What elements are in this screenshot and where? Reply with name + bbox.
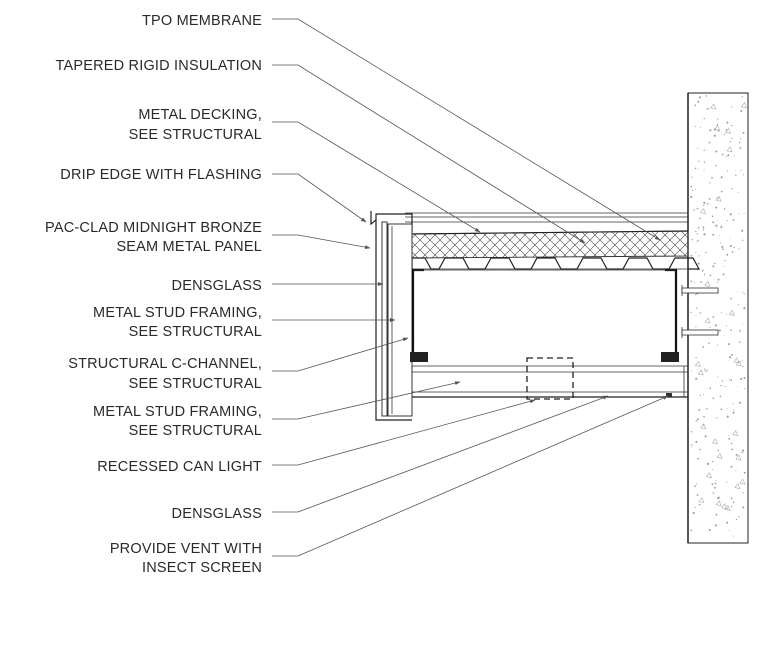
label-metal-panel: PAC-CLAD MIDNIGHT BRONZE xyxy=(45,220,262,236)
leader-drip xyxy=(272,173,367,223)
concrete-wall xyxy=(687,92,749,544)
leader-decking xyxy=(272,121,481,233)
leader-vent xyxy=(272,395,669,557)
label-stud-framing-2-ref: SEE STRUCTURAL xyxy=(129,423,262,439)
label-tapered-insulation: TAPERED RIGID INSULATION xyxy=(56,58,262,74)
label-stud-framing-1: METAL STUD FRAMING, xyxy=(93,305,262,321)
roof-assembly xyxy=(405,212,701,270)
densglass-sheathing xyxy=(381,221,388,417)
leader-densglass-2 xyxy=(272,395,609,513)
leader-insulation xyxy=(272,64,586,244)
leader-stud-2 xyxy=(272,381,461,420)
tapered-insulation xyxy=(409,230,689,259)
leader-can-light xyxy=(272,399,536,466)
fascia-edge xyxy=(370,211,413,421)
label-densglass-1: DENSGLASS xyxy=(172,278,262,294)
wall-anchors xyxy=(681,285,719,338)
soffit-assembly xyxy=(411,365,688,398)
leader-channel xyxy=(272,337,409,372)
label-vent: PROVIDE VENT WITH xyxy=(110,541,262,557)
drip-edge-flashing xyxy=(370,211,413,232)
recessed-can-light xyxy=(526,357,574,400)
label-drip-edge: DRIP EDGE WITH FLASHING xyxy=(60,167,262,183)
label-c-channel-ref: SEE STRUCTURAL xyxy=(129,376,262,392)
label-stud-framing-1-ref: SEE STRUCTURAL xyxy=(129,324,262,340)
leader-lines xyxy=(272,18,669,557)
label-metal-decking-ref: SEE STRUCTURAL xyxy=(129,127,262,143)
label-can-light: RECESSED CAN LIGHT xyxy=(97,459,262,475)
label-c-channel: STRUCTURAL C-CHANNEL, xyxy=(68,356,262,372)
structural-c-channel xyxy=(410,268,679,362)
metal-decking-profile xyxy=(411,257,701,270)
label-metal-decking: METAL DECKING, xyxy=(138,107,262,123)
label-tpo-membrane: TPO MEMBRANE xyxy=(142,13,262,29)
leader-panel xyxy=(272,234,371,250)
label-metal-panel-2: SEAM METAL PANEL xyxy=(116,239,262,255)
label-densglass-2: DENSGLASS xyxy=(172,506,262,522)
label-vent-2: INSECT SCREEN xyxy=(142,560,262,576)
leader-tpo xyxy=(272,18,661,241)
insect-screen-vent xyxy=(666,393,672,397)
seam-metal-panel xyxy=(375,220,412,421)
insulation-top-line xyxy=(409,230,689,235)
callout-labels: TPO MEMBRANE TAPERED RIGID INSULATION ME… xyxy=(45,13,262,576)
label-stud-framing-2: METAL STUD FRAMING, xyxy=(93,404,262,420)
